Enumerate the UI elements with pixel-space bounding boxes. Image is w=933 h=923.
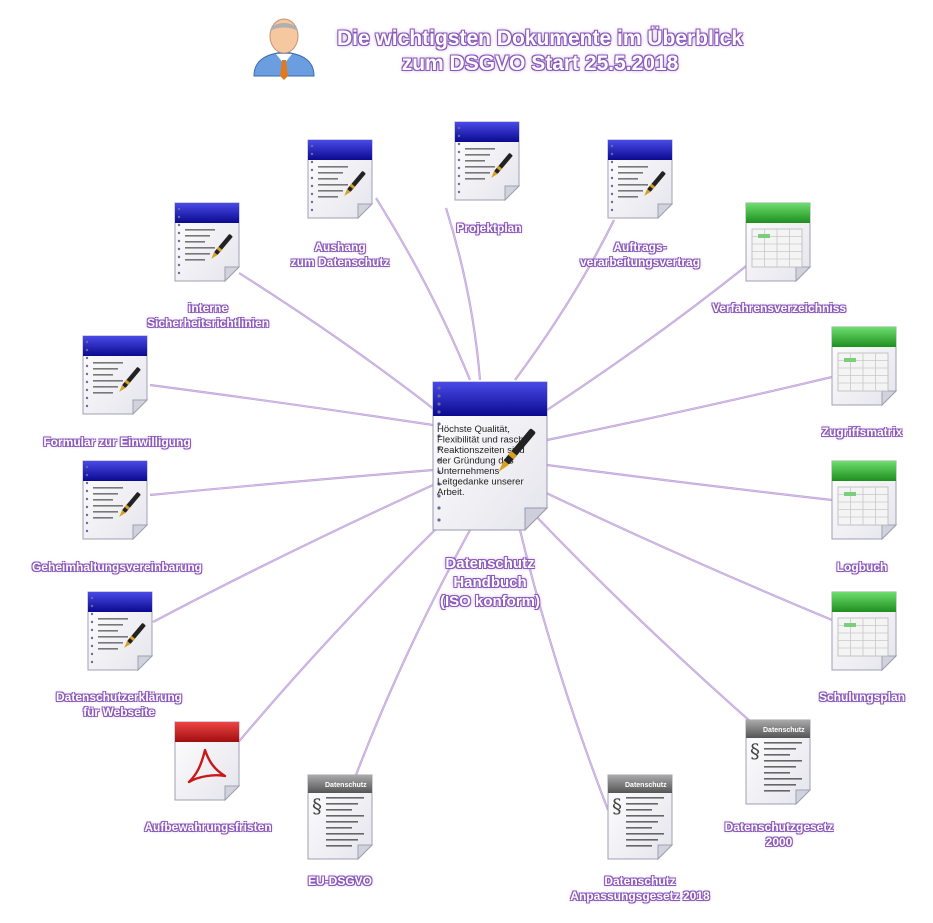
- connector-line-datenschutzerklaerung: [152, 483, 434, 623]
- connector-highlight-verfahren: [546, 262, 751, 411]
- node-label-line: Verfahrensverzeichniss: [711, 301, 847, 315]
- undefined-logbuch[interactable]: [831, 460, 898, 541]
- center-doc-text-line: Flexibilität und rasche: [437, 435, 529, 446]
- title-line-2: zum DSGVO Start 25.5.2018: [401, 52, 679, 75]
- connector-highlight-interne: [238, 272, 436, 411]
- node-label-line: Schulungsplan: [818, 690, 906, 704]
- law-doc-header-text: Datenschutz: [763, 727, 805, 734]
- node-label-line: Zugriffsmatrix: [821, 425, 903, 439]
- node-label-line: interne: [187, 301, 229, 315]
- document-icons: Datenschutz§Datenschutz§Datenschutz§: [82, 121, 898, 861]
- notepad-pen-icon-aushang[interactable]: [307, 139, 374, 220]
- node-label-eudsgvo[interactable]: EU-DSGVO: [308, 874, 372, 889]
- notepad-pen-icon-projektplan[interactable]: [454, 121, 521, 202]
- node-label-line: Formular zur Einwilligung: [43, 435, 191, 449]
- connector-highlight-auftragsverarbeitung: [514, 219, 615, 381]
- connector-highlight-formular: [149, 384, 434, 426]
- paragraph-sign-icon: §: [312, 794, 322, 818]
- center-doc-text-line: Reaktionszeiten sind: [437, 445, 525, 456]
- notepad-pen-icon-interne[interactable]: [174, 202, 241, 283]
- connector-highlight-logbuch: [546, 464, 833, 501]
- node-label-line: verarbeitungsvertrag: [579, 255, 701, 269]
- law-doc-header-text: Datenschutz: [325, 782, 367, 789]
- node-label-verfahren[interactable]: Verfahrensverzeichniss: [712, 301, 846, 316]
- law-paragraph-document-icon-eudsgvo[interactable]: Datenschutz§: [307, 774, 374, 861]
- center-doc-text-line: Arbeit.: [437, 487, 464, 498]
- connector-highlight-projektplan: [445, 207, 481, 381]
- connector-highlight-aushang: [375, 197, 471, 381]
- connector-highlight-eudsgvo: [355, 529, 471, 776]
- node-label-line: Geheimhaltungsvereinbarung: [31, 560, 203, 574]
- notepad-pen-icon-auftragsverarbeitung[interactable]: [607, 139, 674, 220]
- center-doc-text-line: der Gründung des: [437, 456, 514, 467]
- center-doc-text-line: Höchste Qualität,: [437, 424, 510, 435]
- center-handbook-icon: Höchste Qualität,Flexibilität und rasche…: [432, 381, 549, 532]
- connector-line-aufbewahrung: [235, 519, 446, 746]
- connector-line-dsg2000: [529, 509, 761, 731]
- connector-highlight-aufbewahrung: [235, 519, 446, 746]
- law-paragraph-document-icon-dsg2000[interactable]: Datenschutz§: [745, 719, 812, 806]
- node-label-formular[interactable]: Formular zur Einwilligung: [43, 435, 190, 450]
- connector-lines: [149, 197, 833, 811]
- center-doc-text-line: Unternehmens: [437, 466, 500, 477]
- node-label-line: für Webseite: [83, 705, 155, 719]
- node-label-zugriff[interactable]: Zugriffsmatrix: [822, 425, 903, 440]
- center-label-line-3: (ISO konform): [440, 593, 540, 610]
- law-doc-header-text: Datenschutz: [625, 782, 667, 789]
- node-label-line: EU-DSGVO: [307, 874, 373, 888]
- connector-highlight-datenschutzerklaerung: [152, 484, 434, 623]
- page-title: Die wichtigsten Dokumente im Überblick z…: [337, 26, 743, 76]
- person-avatar-icon: [253, 18, 315, 80]
- node-label-line: Datenschutzerklärung: [55, 690, 183, 704]
- law-paragraph-document-icon-anpassungsgesetz[interactable]: Datenschutz§: [607, 774, 674, 861]
- connector-line-zugriff: [546, 375, 833, 442]
- center-node-label: Datenschutz Handbuch (ISO konform): [440, 554, 540, 611]
- paragraph-sign-icon: §: [612, 794, 622, 818]
- node-label-line: Auftrags-: [613, 240, 667, 254]
- connector-line-schulung: [539, 489, 833, 622]
- node-label-line: zum Datenschutz: [290, 255, 390, 269]
- undefined-verfahren[interactable]: [745, 202, 812, 283]
- undefined-schulung[interactable]: [831, 591, 898, 672]
- node-label-line: Logbuch: [836, 560, 888, 574]
- node-label-projektplan[interactable]: Projektplan: [456, 221, 521, 236]
- paragraph-sign-icon: §: [750, 739, 760, 763]
- node-label-line: 2000: [765, 835, 793, 849]
- node-label-schulung[interactable]: Schulungsplan: [819, 690, 905, 705]
- node-label-logbuch[interactable]: Logbuch: [837, 560, 888, 575]
- center-label-line-2: Handbuch: [453, 574, 527, 591]
- notepad-pen-icon-geheimhaltung[interactable]: [82, 460, 149, 541]
- node-label-auftragsverarbeitung[interactable]: Auftrags-verarbeitungsvertrag: [580, 240, 700, 270]
- node-label-line: Datenschutzgesetz: [724, 820, 834, 834]
- notepad-pen-icon-datenschutzerklaerung[interactable]: [87, 591, 154, 672]
- connector-highlight-zugriff: [546, 376, 833, 441]
- node-label-line: Aufbewahrungsfristen: [144, 820, 272, 834]
- connector-highlight-dsg2000: [529, 509, 761, 731]
- title-line-1: Die wichtigsten Dokumente im Überblick: [336, 27, 744, 50]
- node-label-line: Aushang: [314, 240, 366, 254]
- connector-line-interne: [238, 272, 436, 411]
- node-label-line: Datenschutz: [604, 874, 676, 888]
- connector-highlight-geheimhaltung: [149, 469, 434, 496]
- connector-highlight-schulung: [539, 489, 833, 621]
- node-label-geheimhaltung[interactable]: Geheimhaltungsvereinbarung: [32, 560, 202, 575]
- pdf-document-icon-aufbewahrung[interactable]: [174, 721, 241, 802]
- center-label-line-1: Datenschutz: [445, 555, 535, 572]
- notepad-pen-icon-formular[interactable]: [82, 335, 149, 416]
- undefined-zugriff[interactable]: [831, 326, 898, 407]
- node-label-aufbewahrung[interactable]: Aufbewahrungsfristen: [144, 820, 271, 835]
- node-label-line: Projektplan: [456, 221, 522, 235]
- node-label-line: Anpassungsgesetz 2018: [570, 889, 710, 903]
- connector-highlight-anpassungsgesetz: [519, 529, 609, 811]
- center-doc-text-line: Leitgedanke unserer: [437, 477, 524, 488]
- node-label-line: Sicherheitsrichtlinien: [146, 316, 270, 330]
